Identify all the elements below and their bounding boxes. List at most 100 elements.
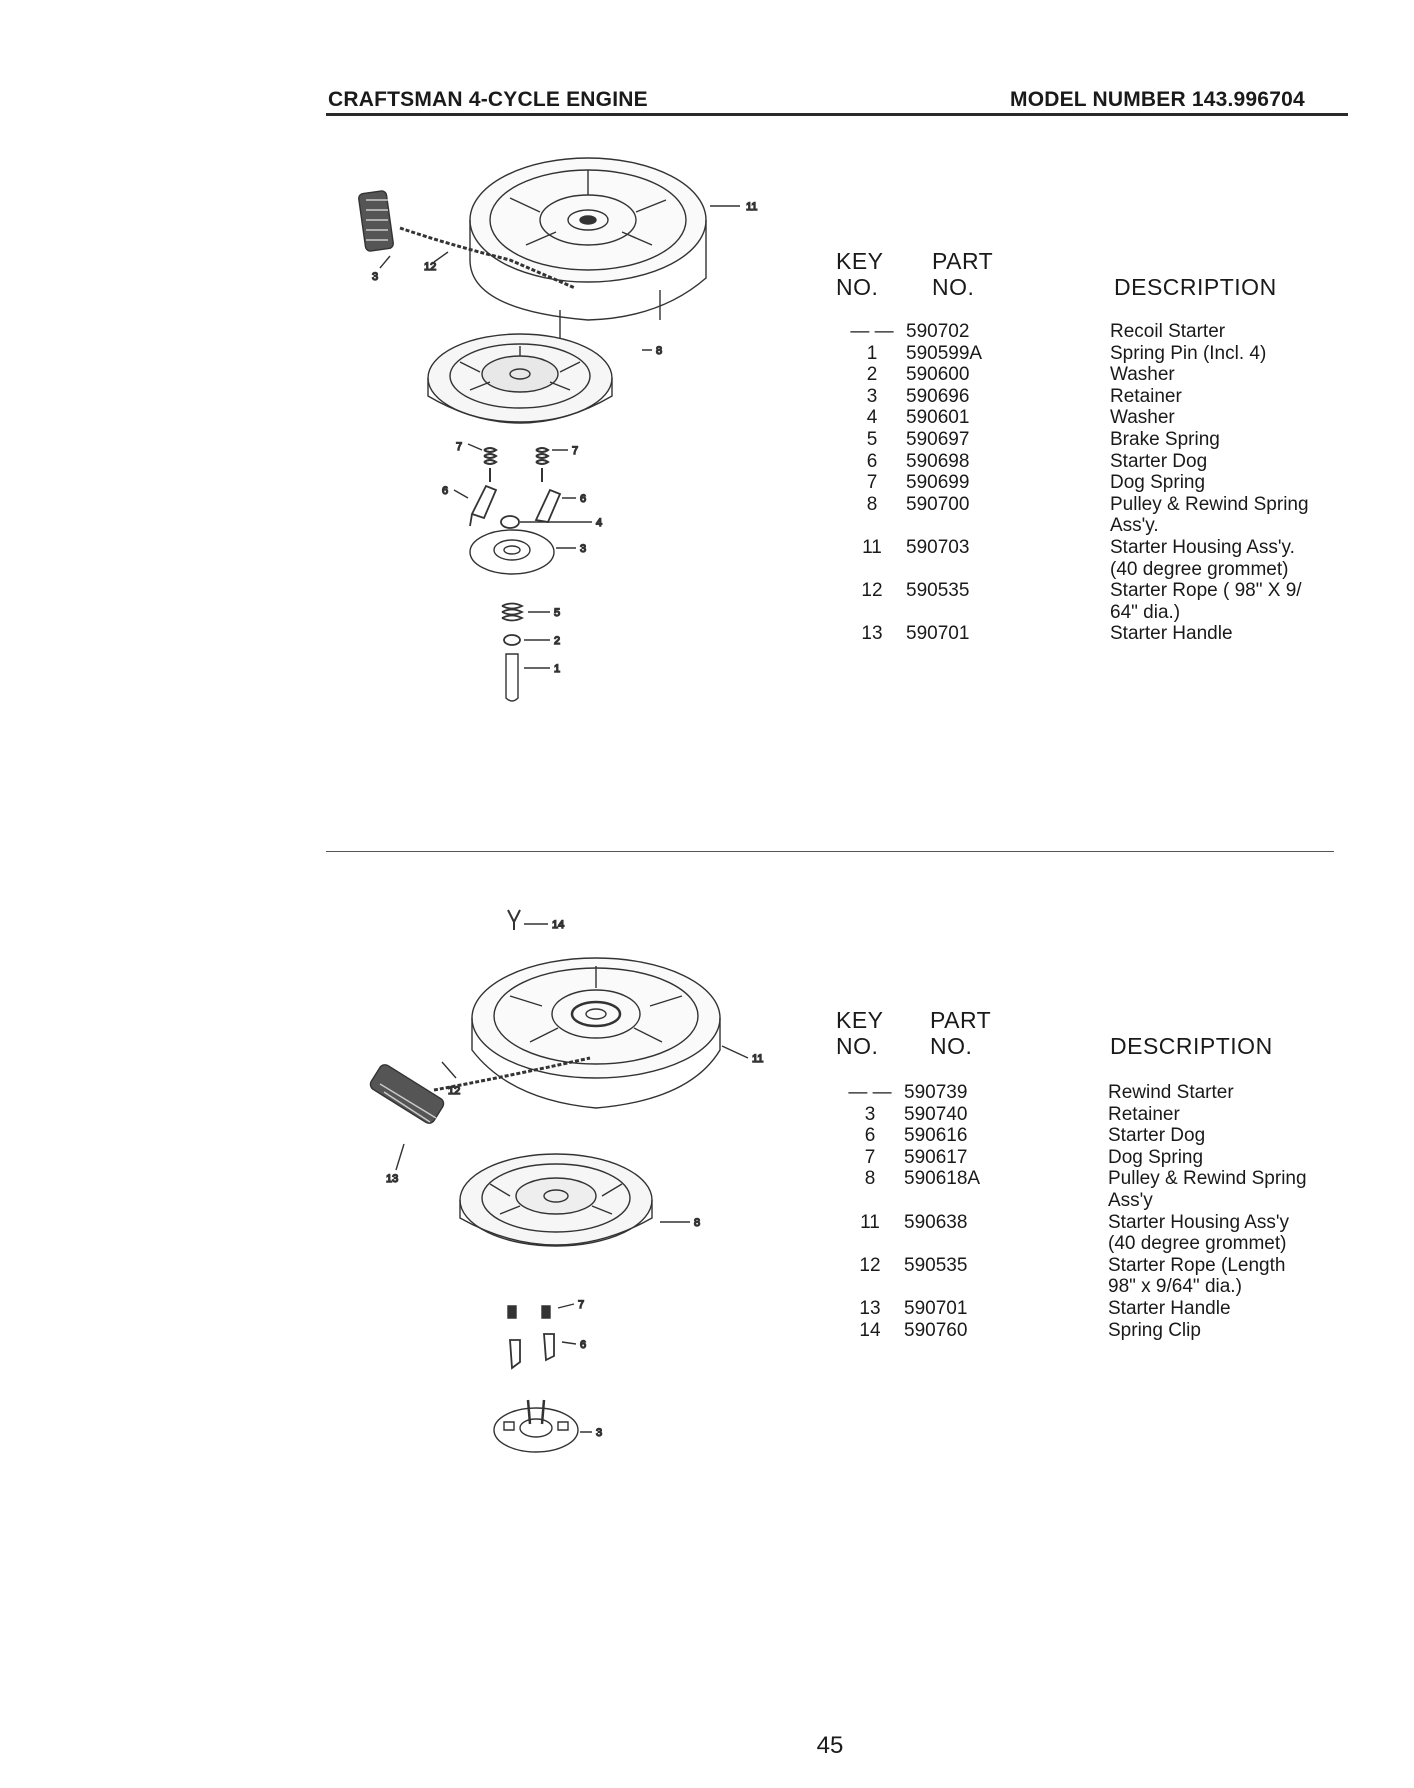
table-row: 14 590760 Spring Clip	[840, 1320, 1318, 1342]
parts-list-1: — — 590702 Recoil Starter 1 590599A Spring Pi…	[842, 321, 1320, 645]
callout: 7	[572, 445, 578, 457]
key-cell: 13	[861, 623, 883, 645]
description-cell: Starter Housing Ass'y. (40 degree gromme…	[1110, 536, 1295, 580]
table-row: 11 590703 Starter Housing Ass'y. (40 degre…	[842, 537, 1320, 580]
part-number-cell: 590599A	[906, 342, 983, 364]
key-cell: 4	[866, 407, 878, 429]
description-cell: Retainer	[1108, 1103, 1180, 1125]
key-cell: 8	[864, 1168, 876, 1190]
description-cell: Washer	[1110, 407, 1175, 429]
callout: 1	[554, 663, 560, 675]
part-number-cell: 590535	[906, 580, 970, 602]
header-rule	[326, 113, 1348, 116]
part-number-cell: 590760	[904, 1319, 968, 1341]
key-cell: — —	[850, 321, 894, 342]
table-row: 1 590599A Spring Pin (Incl. 4)	[842, 343, 1320, 365]
part-number-cell: 590698	[906, 450, 970, 472]
description-cell: Spring Clip	[1108, 1319, 1201, 1341]
pulley-drawing	[460, 1154, 652, 1246]
page-number: 45	[816, 1732, 844, 1759]
description-cell: Recoil Starter	[1110, 321, 1226, 342]
part-number-cell: 590740	[904, 1103, 968, 1125]
key-cell: 1	[866, 342, 878, 364]
callout: 13	[386, 1173, 398, 1185]
table-row: 13 590701 Starter Handle	[840, 1298, 1318, 1320]
key-cell: 13	[859, 1297, 881, 1319]
section-divider	[326, 851, 1334, 852]
small-washer-drawing	[504, 635, 520, 645]
starter-housing-drawing	[472, 958, 720, 1108]
starter-rope-drawing	[434, 1058, 590, 1090]
part-number-cell: 590616	[904, 1125, 968, 1147]
key-cell: 12	[859, 1254, 881, 1276]
description-cell: Spring Pin (Incl. 4)	[1110, 342, 1267, 364]
description-cell: Dog Spring	[1108, 1146, 1204, 1168]
retainer-drawing	[470, 530, 554, 574]
key-cell: 3	[866, 385, 878, 407]
description-cell: Starter Rope (Length 98" x 9/64" dia.)	[1108, 1254, 1286, 1298]
part-number-cell: 590601	[906, 407, 970, 429]
engine-title: CRAFTSMAN 4-CYCLE ENGINE	[328, 88, 648, 111]
description-cell: Brake Spring	[1110, 428, 1220, 450]
callout: 6	[442, 485, 448, 497]
description-cell: Starter Rope ( 98" X 9/ 64" dia.)	[1110, 580, 1302, 623]
part-number-cell: 590600	[906, 364, 970, 386]
description-cell: Starter Handle	[1108, 1297, 1231, 1319]
key-no-header: KEY NO.	[836, 1007, 884, 1059]
part-number-cell: 590696	[906, 385, 970, 407]
description-cell: Retainer	[1110, 385, 1182, 407]
key-cell: 3	[864, 1103, 876, 1125]
table-row: 12 590535 Starter Rope ( 98" X 9/ 64" dia.…	[842, 580, 1320, 623]
recoil-starter-exploded-diagram: 11 12 3 8 7 7 6 6 4 3 5 2 1	[360, 150, 758, 810]
part-no-header: PART NO.	[930, 1007, 992, 1059]
table-row: 3 590696 Retainer	[842, 386, 1320, 408]
callout: 2	[554, 635, 560, 647]
part-number-cell: 590701	[904, 1297, 968, 1319]
description-cell: Pulley & Rewind Spring Ass'y.	[1110, 493, 1309, 537]
part-number-cell: 590703	[906, 536, 970, 558]
key-no-header: KEY NO.	[836, 248, 884, 300]
callout: 7	[578, 1299, 584, 1311]
starter-dogs-drawing	[510, 1334, 554, 1368]
starter-dogs-drawing	[470, 486, 560, 526]
description-cell: Starter Dog	[1110, 450, 1208, 472]
starter-housing-drawing	[470, 158, 706, 348]
part-no-header: PART NO.	[932, 248, 994, 300]
description-cell: Rewind Starter	[1108, 1082, 1234, 1103]
key-cell: 2	[866, 364, 878, 386]
callout: 8	[656, 345, 662, 357]
description-cell: Washer	[1110, 364, 1175, 386]
callout: 5	[554, 607, 560, 619]
key-cell: — —	[848, 1082, 892, 1103]
callout: 14	[552, 919, 564, 931]
description-header: DESCRIPTION	[1114, 274, 1277, 300]
description-cell: Starter Handle	[1110, 623, 1233, 645]
key-cell: 12	[861, 580, 883, 602]
callout: 12	[424, 261, 436, 273]
description-cell: Starter Housing Ass'y (40 degree grommet…	[1108, 1211, 1290, 1255]
description-cell: Pulley & Rewind Spring Ass'y	[1108, 1168, 1307, 1211]
key-cell: 11	[862, 536, 882, 558]
key-cell: 14	[859, 1319, 881, 1341]
part-number-cell: 590700	[906, 493, 970, 515]
part-number-cell: 590699	[906, 472, 970, 494]
pulley-drawing	[428, 334, 612, 423]
description-cell: Dog Spring	[1110, 472, 1206, 494]
rewind-starter-exploded-diagram: 14 11 12 13 8 7 6 3	[360, 900, 764, 1480]
spring-clip-drawing	[508, 910, 520, 930]
part-number-cell: 590702	[906, 321, 970, 342]
callout: 6	[580, 1339, 586, 1351]
key-cell: 6	[864, 1125, 876, 1147]
key-cell: 7	[866, 472, 878, 494]
table-row: 3 590740 Retainer	[840, 1104, 1318, 1126]
part-number-cell: 590617	[904, 1146, 968, 1168]
callout: 7	[456, 441, 462, 453]
washer-drawing	[501, 516, 519, 528]
